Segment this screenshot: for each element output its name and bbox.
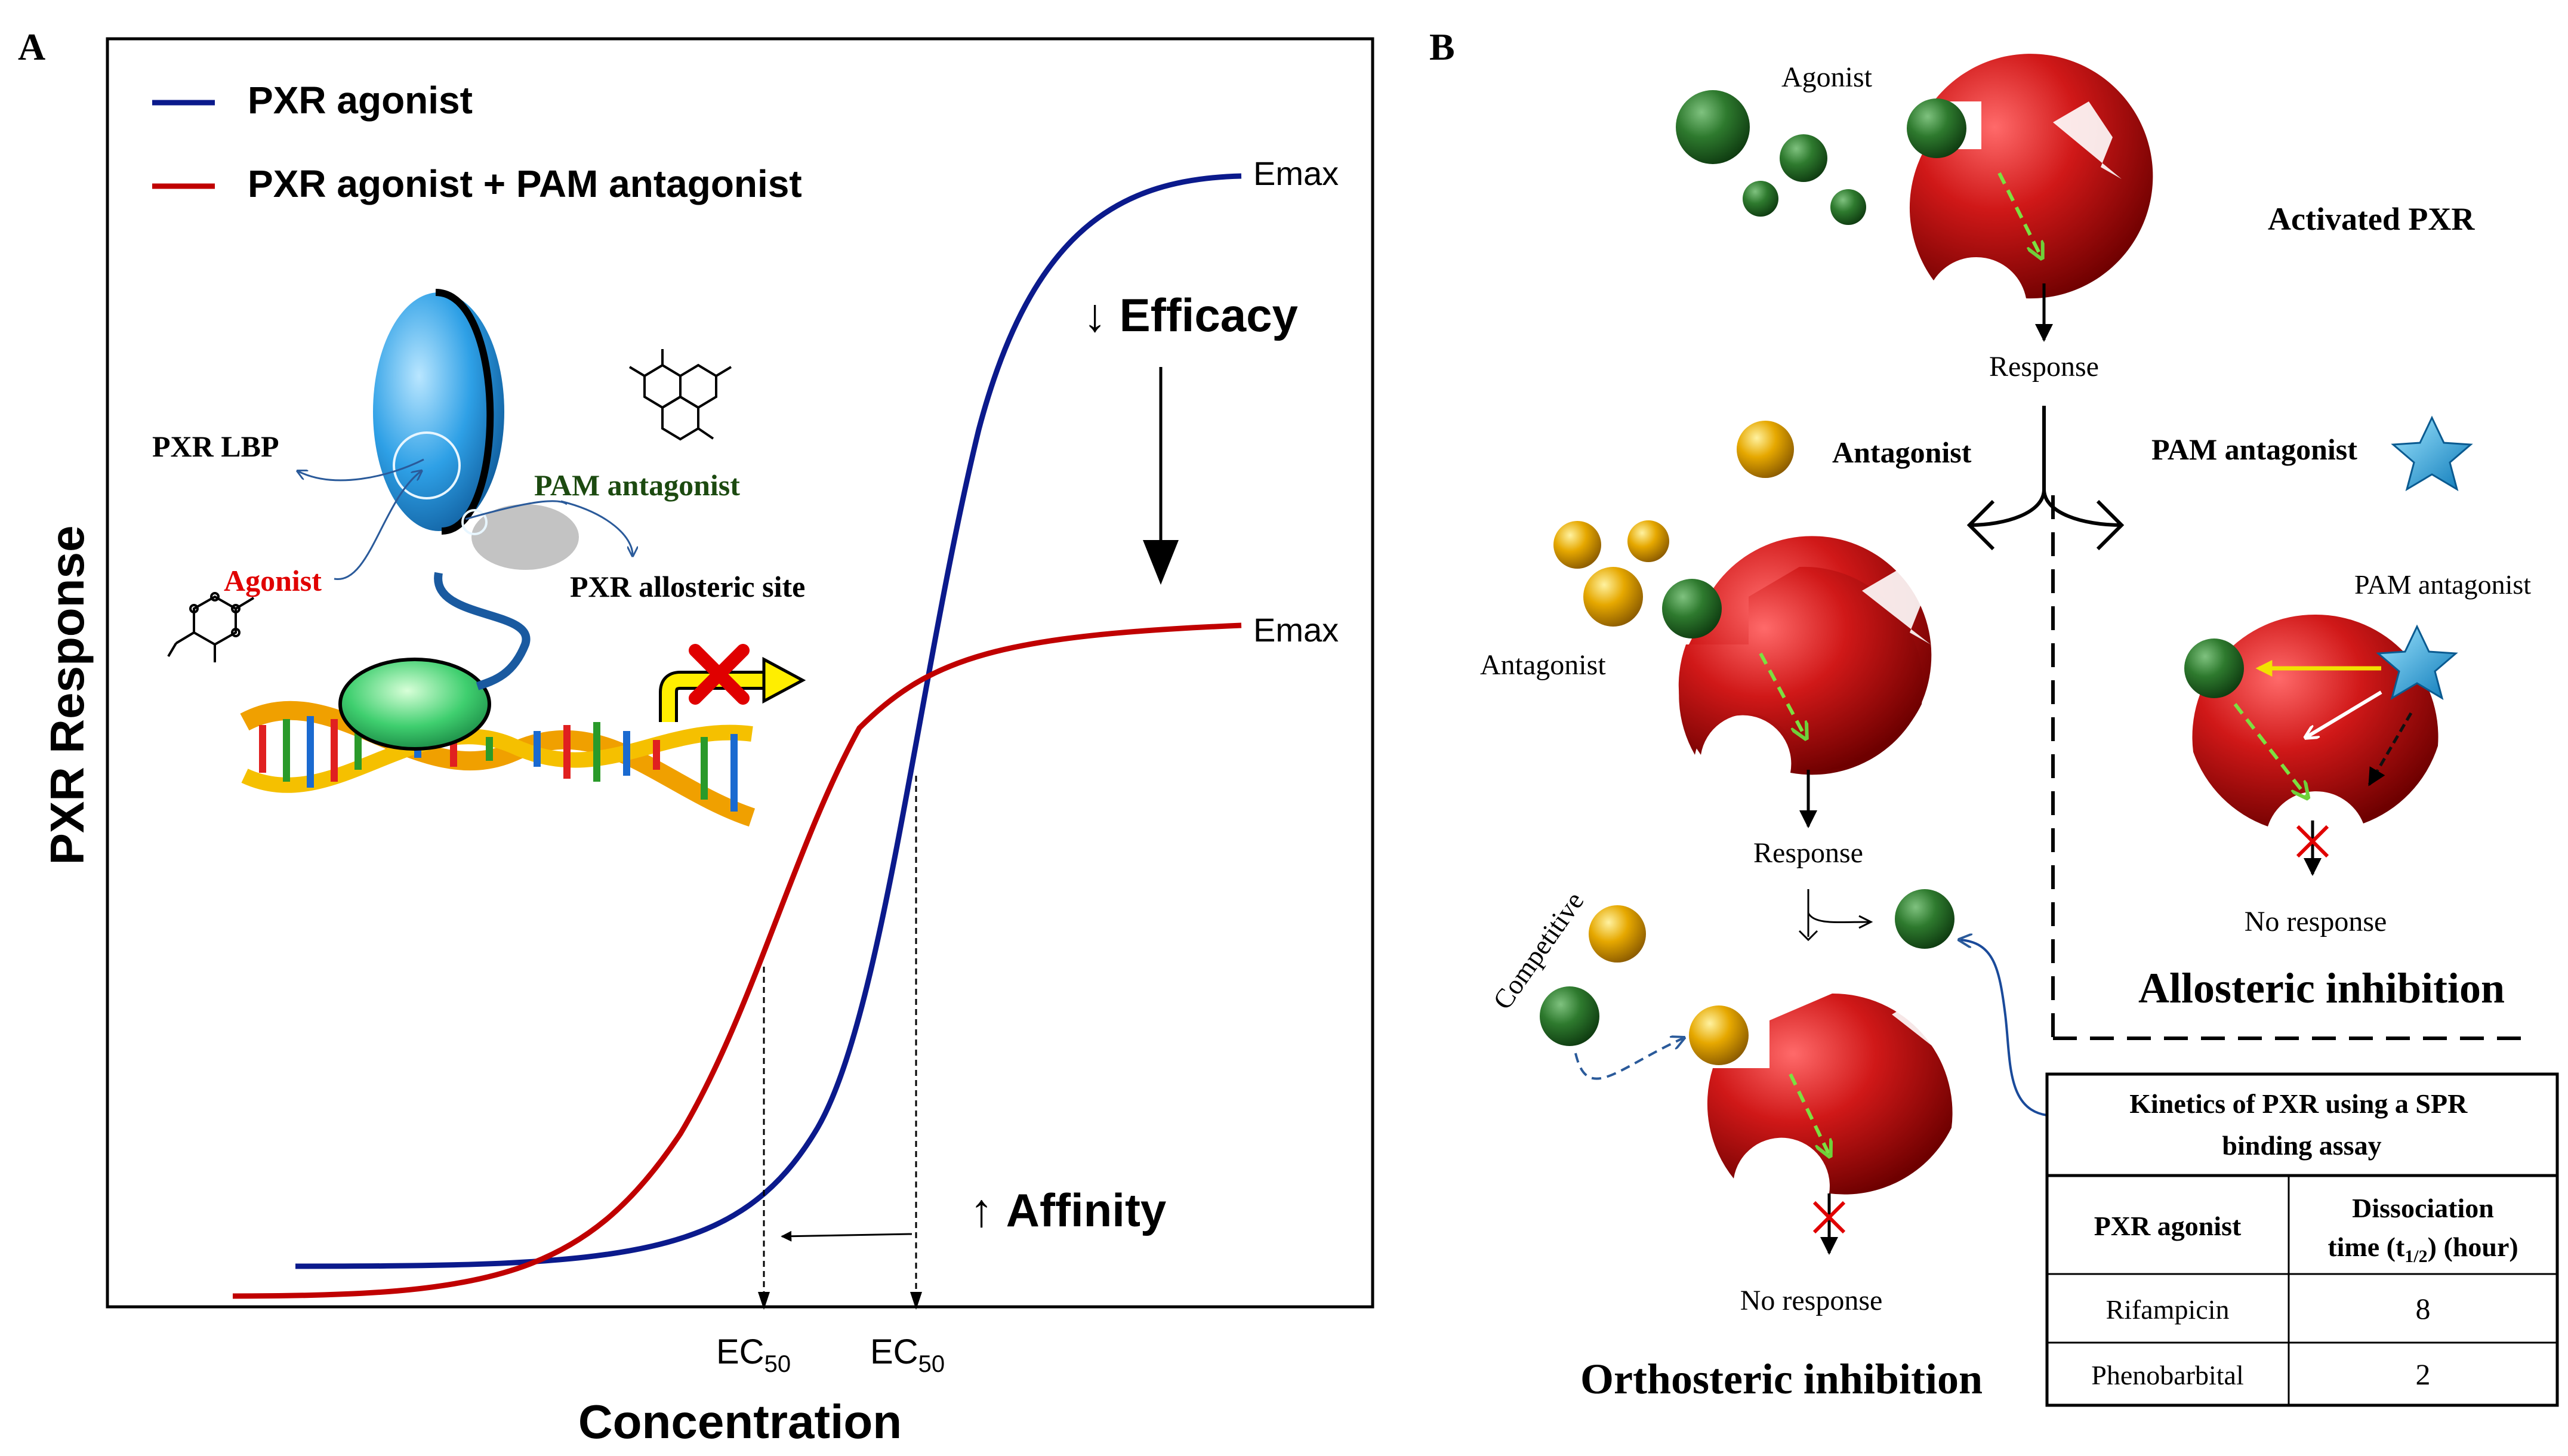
legend: PXR agonist PXR agonist + PAM antagonist <box>152 79 802 205</box>
table-header-dissociation-line2: time (t1/2) (hour) <box>2327 1232 2518 1266</box>
pam-star-icon <box>2391 415 2473 492</box>
table-header-dissociation: Dissociation <box>2352 1193 2494 1223</box>
agonist-molecule-icon <box>167 592 255 662</box>
agonist-ball-icon <box>2184 638 2244 698</box>
efficacy-arrowhead <box>1143 540 1179 585</box>
ec50-arrowhead-pam <box>758 1292 770 1310</box>
efficacy-label: ↓ Efficacy <box>1083 289 1298 341</box>
antagonist-ball-icon <box>1589 905 1646 963</box>
orthosteric-label: Orthosteric inhibition <box>1580 1355 1983 1403</box>
allosteric-label: Allosteric inhibition <box>2138 964 2505 1012</box>
antagonist-bold-label: Antagonist <box>1832 436 1972 469</box>
efficacy-text: Efficacy <box>1120 289 1298 341</box>
down-arrow-icon: ↓ <box>1083 289 1120 341</box>
response-mid-label: Response <box>1753 837 1863 869</box>
curve-pam <box>232 622 1242 1299</box>
legend-label-agonist: PXR agonist <box>248 79 473 122</box>
agonist-ball-icon <box>1662 579 1722 638</box>
no-response-x-icon <box>2296 825 2329 858</box>
inset-label-lbp: PXR LBP <box>152 430 279 463</box>
no-response-x-icon <box>1812 1201 1846 1234</box>
up-arrow-icon: ↑ <box>970 1184 1006 1236</box>
antagonist-ball-icon <box>1627 520 1669 562</box>
agonist-ball-icon <box>1830 189 1866 225</box>
kinetics-table: Kinetics of PXR using a SPR binding assa… <box>2045 1072 2559 1407</box>
agonist-ball-icon <box>1895 889 1954 949</box>
dna-helix-icon <box>240 701 756 827</box>
pxr-lbd-icon <box>373 292 504 531</box>
panel-a-letter: A <box>18 26 45 68</box>
emax-bottom-label: Emax <box>1253 611 1339 649</box>
blocked-x-icon <box>689 644 750 705</box>
affinity-text: Affinity <box>1006 1184 1167 1236</box>
x-axis-label: Concentration <box>578 1395 902 1448</box>
agonist-ball-icon <box>1540 986 1599 1046</box>
small-fork-icon <box>1798 889 1873 942</box>
pam-molecule-icon <box>628 349 732 441</box>
pxr-dbd-icon <box>338 658 491 751</box>
inset-label-allosteric: PXR allosteric site <box>570 570 805 603</box>
activated-pxr-label: Activated PXR <box>2268 201 2475 237</box>
agonist-ball-icon <box>1780 134 1827 182</box>
emax-top-label: Emax <box>1253 155 1339 192</box>
table-cell-rifampicin-value: 8 <box>2416 1292 2431 1325</box>
inset-label-agonist: Agonist <box>224 564 322 597</box>
ec50-arrowhead-agonist <box>910 1292 922 1310</box>
pam-star-icon <box>2376 624 2458 701</box>
pxr-receptor-icon <box>1689 993 1960 1195</box>
agonist-ball-icon <box>1676 90 1750 164</box>
agonist-ball-icon <box>1743 181 1778 217</box>
agonist-ball-icon <box>1907 98 1966 158</box>
antagonist-ball-icon <box>1737 421 1794 478</box>
top-agonist-label: Agonist <box>1781 61 1873 93</box>
no-response-right-label: No response <box>2245 906 2387 937</box>
affinity-label: ↑ Affinity <box>970 1184 1166 1236</box>
y-axis-label: PXR Response <box>41 525 94 865</box>
inset-label-pam: PAM antagonist <box>534 468 740 502</box>
competitive-arrow <box>1574 1038 1683 1080</box>
table-header-agonist: PXR agonist <box>2094 1211 2242 1241</box>
table-cell-phenobarbital: Phenobarbital <box>2091 1360 2244 1390</box>
no-response-bottom-label: No response <box>1740 1285 1883 1316</box>
pxr-receptor-icon <box>1662 536 1932 775</box>
pam-right-label: PAM antagonist <box>2354 569 2531 600</box>
pxr-receptor-icon <box>2184 614 2458 826</box>
pxr-dna-inset: PXR LBP PAM antagonist Agonist PXR allos… <box>152 289 806 827</box>
branch-fork-icon <box>1966 406 2125 551</box>
table-cell-phenobarbital-value: 2 <box>2416 1358 2431 1391</box>
antagonist-ball-icon <box>1553 521 1601 569</box>
return-arrow <box>1960 940 2057 1117</box>
panel-b-letter: B <box>1429 26 1455 68</box>
ec50-label-pam: EC50 <box>716 1332 791 1377</box>
pam-bold-label: PAM antagonist <box>2151 433 2357 466</box>
affinity-arrow <box>781 1230 912 1242</box>
table-title: Kinetics of PXR using a SPR binding assa… <box>2129 1088 2474 1161</box>
ec50-label-agonist: EC50 <box>870 1332 945 1377</box>
curve-agonist <box>295 173 1242 1269</box>
antagonist-ball-icon <box>1689 1005 1749 1065</box>
table-cell-rifampicin: Rifampicin <box>2106 1294 2230 1325</box>
pxr-receptor-icon <box>1907 54 2153 299</box>
response-top-label: Response <box>1989 351 2099 382</box>
plot-frame <box>106 37 1374 1309</box>
antagonist-ball-icon <box>1583 567 1643 627</box>
left-antagonist-label: Antagonist <box>1480 649 1606 681</box>
legend-label-pam: PXR agonist + PAM antagonist <box>248 162 802 205</box>
